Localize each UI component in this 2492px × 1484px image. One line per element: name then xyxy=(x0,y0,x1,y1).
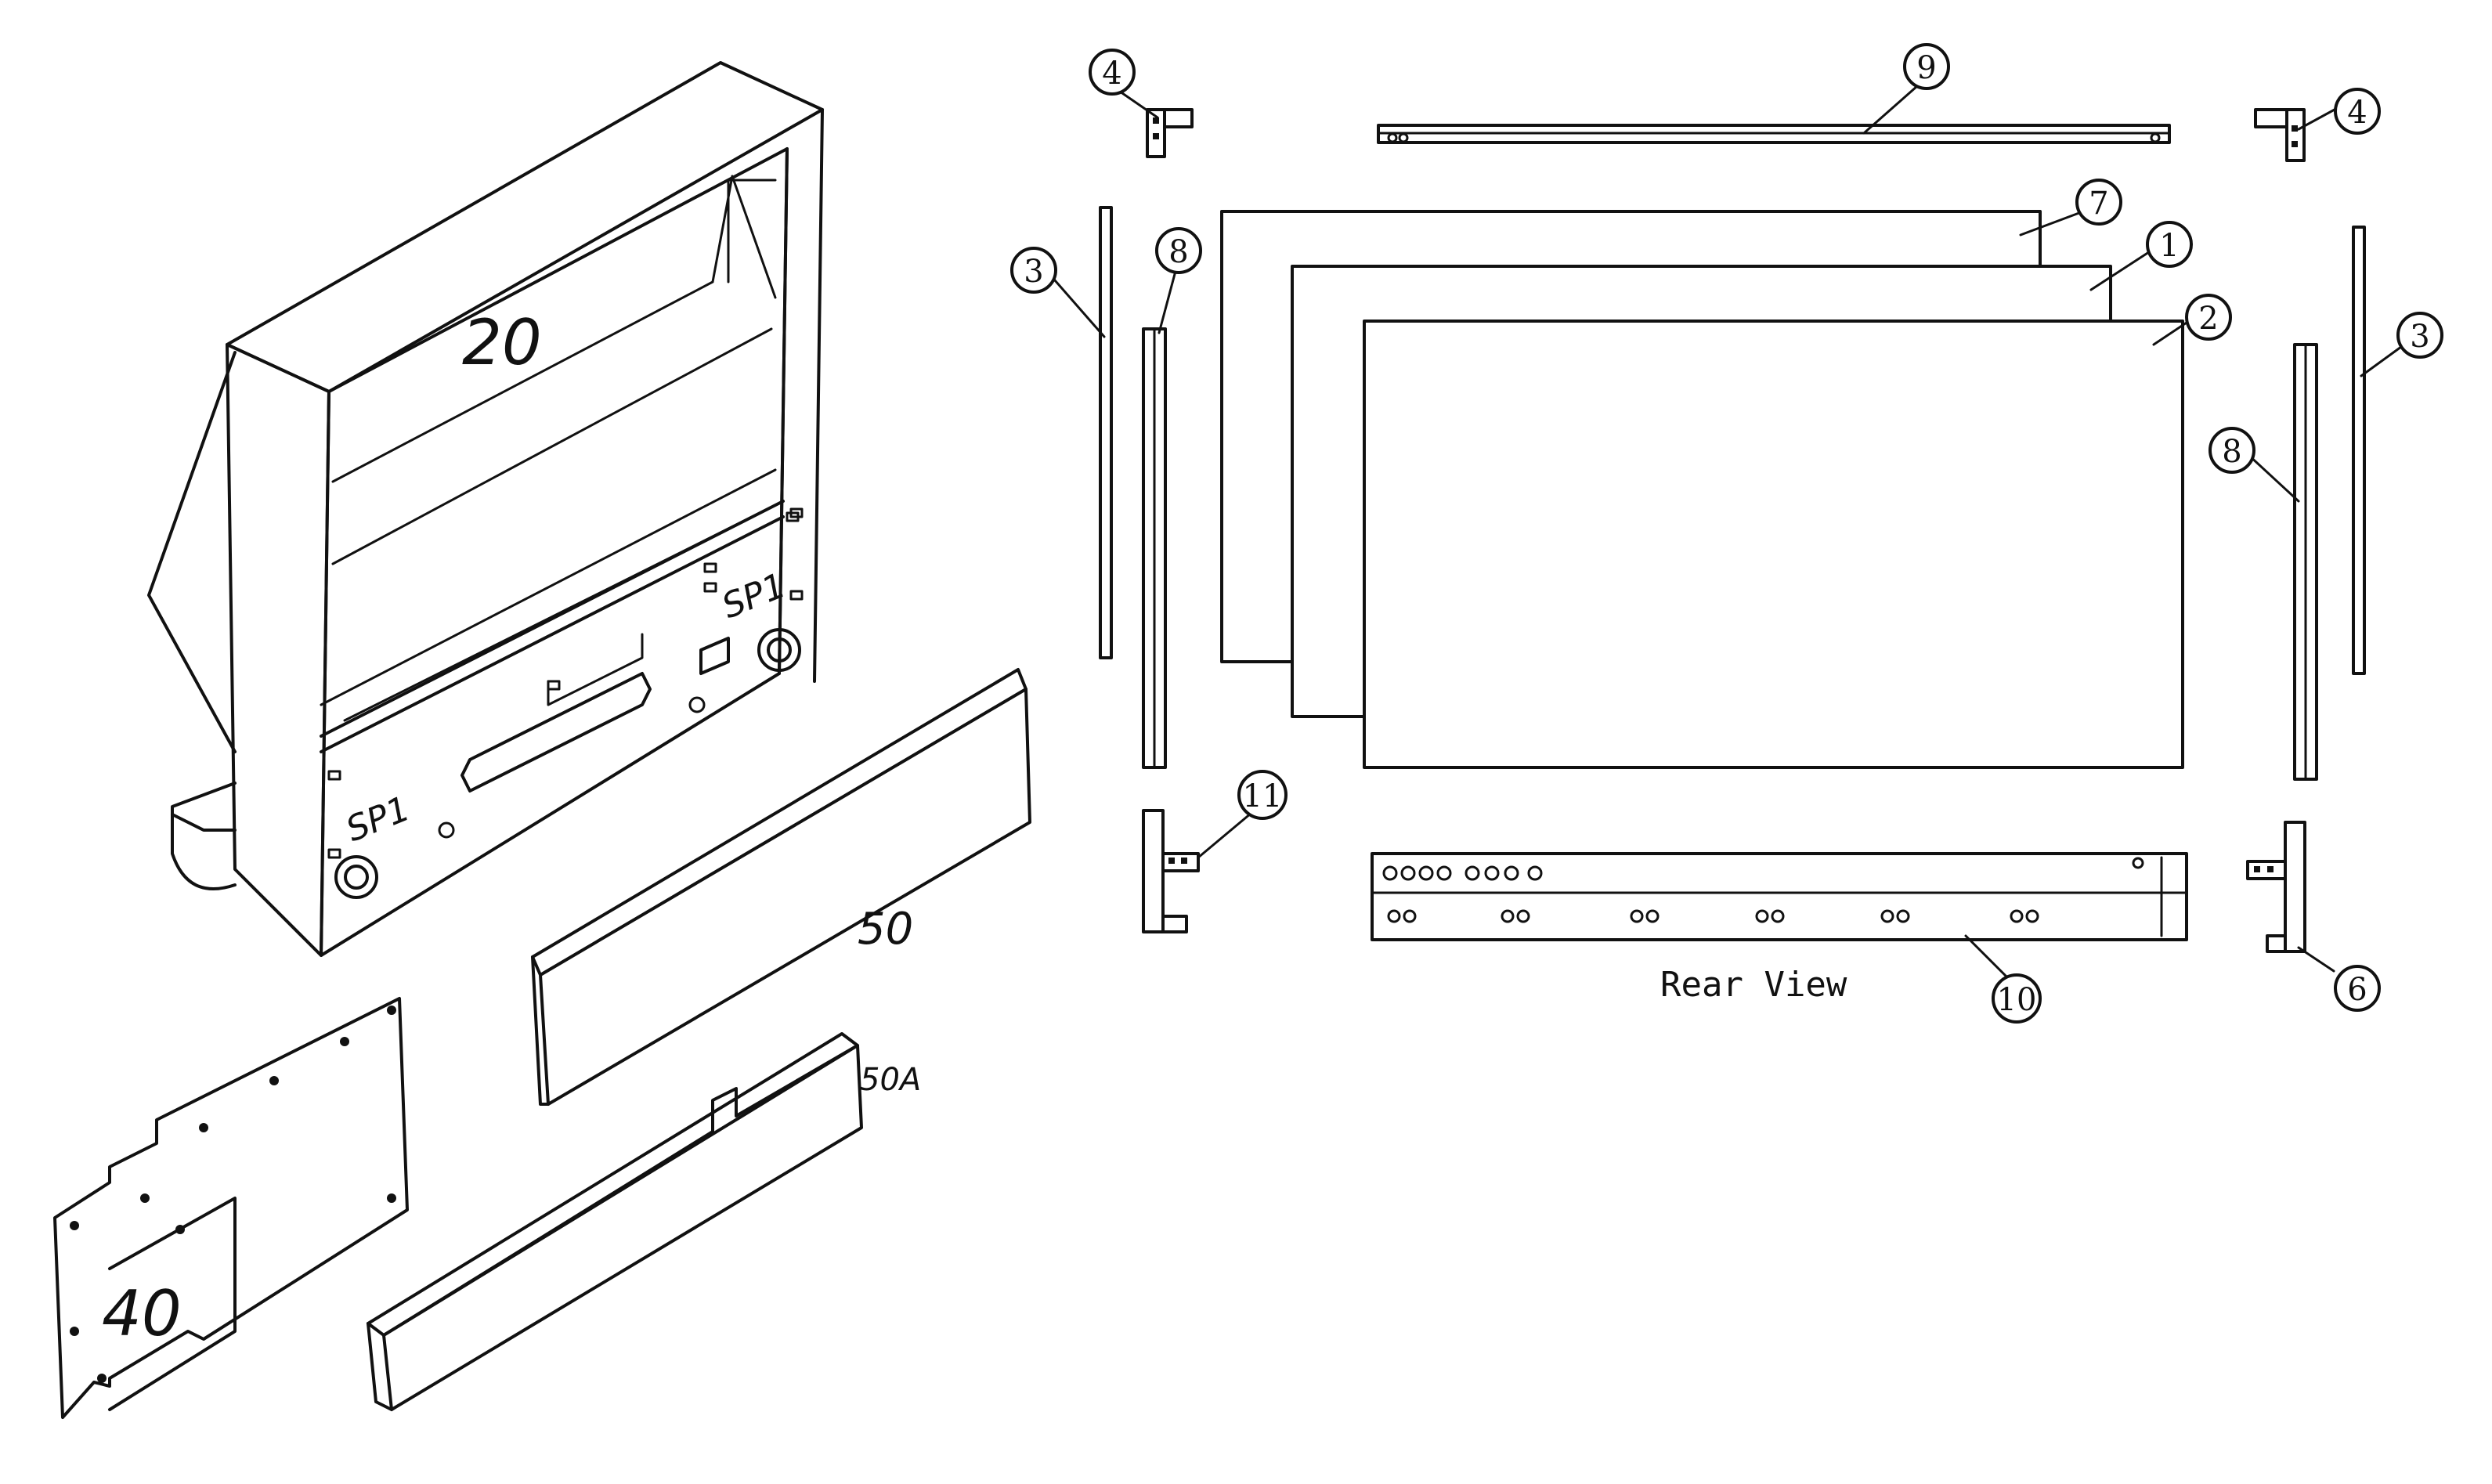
front-panel-alt-label: 50A xyxy=(860,1062,921,1098)
circuit-board-40: 40 xyxy=(53,997,409,1419)
rear-view-caption: Rear View xyxy=(1660,965,1847,1005)
corner-bracket-4-left xyxy=(1146,108,1194,158)
svg-text:3: 3 xyxy=(2410,319,2429,355)
callout-8-left: 8 xyxy=(1155,227,1202,274)
top-rail-9 xyxy=(1377,124,2171,144)
svg-text:8: 8 xyxy=(1168,234,1188,270)
callouts: 4 9 4 7 1 2 3 8 xyxy=(1010,43,2443,1024)
callout-3-right: 3 xyxy=(2396,312,2443,359)
screen-panels xyxy=(1220,210,2184,769)
svg-text:7: 7 xyxy=(2089,186,2108,222)
svg-text:11: 11 xyxy=(1243,778,1283,814)
callout-11: 11 xyxy=(1237,770,1288,820)
svg-text:8: 8 xyxy=(2222,434,2241,470)
front-panel-50a: 50A xyxy=(367,1032,921,1411)
bottom-rail-10: Rear View xyxy=(1371,852,2188,1005)
corner-bracket-11 xyxy=(1142,809,1200,933)
strip-3-right xyxy=(2352,226,2366,675)
callout-10: 10 xyxy=(1992,973,2042,1024)
front-panel-label: 50 xyxy=(858,904,913,955)
callout-8-right: 8 xyxy=(2208,427,2255,474)
svg-text:3: 3 xyxy=(1024,254,1043,290)
speaker-label-left: SP1 xyxy=(341,789,416,850)
leader-lines xyxy=(1048,85,2406,984)
svg-text:10: 10 xyxy=(1997,982,2037,1018)
front-panel-50: 50 xyxy=(531,668,1031,1106)
callout-4-left: 4 xyxy=(1089,49,1136,96)
board-label: 40 xyxy=(102,1277,182,1350)
corner-bracket-4-right xyxy=(2254,108,2306,162)
svg-text:4: 4 xyxy=(1102,56,1121,92)
cabinet-label: 20 xyxy=(462,306,542,379)
svg-text:9: 9 xyxy=(1916,50,1936,86)
svg-text:2: 2 xyxy=(2198,301,2218,337)
callout-4-right: 4 xyxy=(2334,88,2381,135)
strip-3-left xyxy=(1099,206,1113,659)
corner-bracket-6 xyxy=(2246,821,2306,953)
callout-7: 7 xyxy=(2075,179,2122,226)
callout-2: 2 xyxy=(2185,294,2232,341)
svg-text:6: 6 xyxy=(2347,972,2367,1008)
screen-panel-2 xyxy=(1363,320,2184,769)
callout-3-left: 3 xyxy=(1010,247,1057,294)
callout-6: 6 xyxy=(2334,965,2381,1012)
side-strips xyxy=(1099,206,2366,781)
callout-9: 9 xyxy=(1903,43,1950,90)
svg-text:4: 4 xyxy=(2347,95,2367,131)
svg-text:1: 1 xyxy=(2159,228,2179,264)
callout-1: 1 xyxy=(2146,221,2193,268)
cabinet-assembly: 20 SP1 SP1 xyxy=(147,61,824,957)
